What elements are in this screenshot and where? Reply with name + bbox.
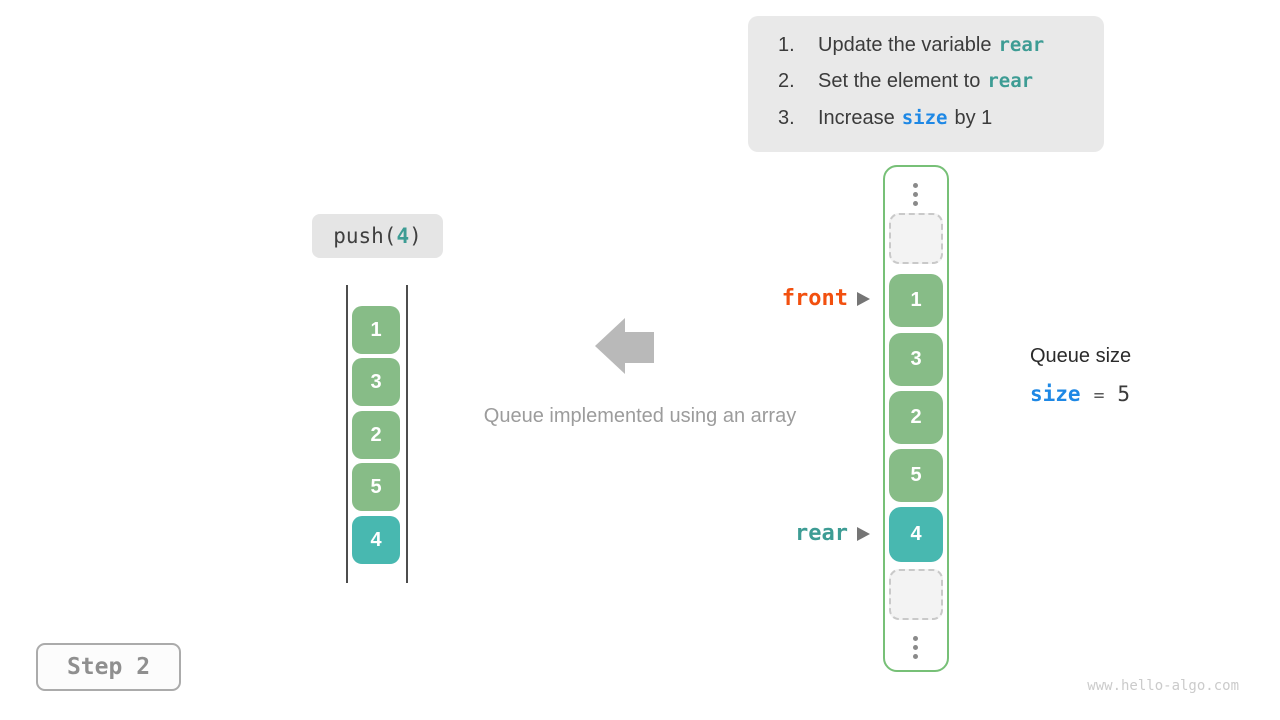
queue-cell-new: 4 (352, 516, 400, 564)
vertical-ellipsis-icon (913, 183, 918, 206)
instructions-panel: 1. Update the variable rear 2. Set the e… (748, 16, 1104, 152)
queue-size-title: Queue size (1030, 345, 1132, 367)
pointer-arrow-icon (857, 291, 870, 306)
front-pointer: front (782, 286, 870, 311)
code-token-size: size (901, 106, 948, 129)
array-cell-front: 1 (889, 274, 943, 327)
queue-cell: 5 (352, 463, 400, 511)
left-arrow-tail (625, 332, 654, 363)
instruction-step-1: 1. Update the variable rear (778, 27, 1104, 64)
rear-pointer-label: rear (795, 521, 848, 546)
array-empty-slot (889, 213, 943, 264)
queue-rail-right (406, 285, 408, 583)
rear-pointer: rear (795, 521, 870, 546)
queue-cell: 2 (352, 411, 400, 459)
array-cell: 5 (889, 449, 943, 502)
array-container: 1 3 2 5 4 (883, 165, 949, 672)
pointer-arrow-icon (857, 526, 870, 541)
array-empty-slot (889, 569, 943, 620)
watermark-text: www.hello-algo.com (1087, 678, 1239, 694)
push-close-paren: ) (409, 224, 422, 248)
code-token-rear: rear (998, 33, 1045, 56)
instruction-number: 2. (778, 70, 795, 93)
instruction-text: Increase (818, 106, 895, 129)
instruction-number: 3. (778, 106, 795, 129)
instruction-text: by 1 (954, 106, 993, 129)
queue-cell: 1 (352, 306, 400, 354)
queue-rail-left (346, 285, 348, 583)
vertical-ellipsis-icon (913, 636, 918, 659)
size-value: 5 (1117, 382, 1131, 406)
instruction-step-3: 3. Increase size by 1 (778, 100, 1104, 137)
step-badge: Step 2 (36, 643, 181, 691)
array-cell-rear-new: 4 (889, 507, 943, 562)
queue-size-expression: size = 5 (1030, 382, 1130, 406)
instruction-text: Set the element to (818, 70, 981, 93)
left-arrow-icon (595, 318, 625, 374)
caption-text: Queue implemented using an array (483, 405, 797, 427)
array-cell: 2 (889, 391, 943, 444)
instruction-step-2: 2. Set the element to rear (778, 64, 1104, 101)
instruction-number: 1. (778, 33, 795, 56)
push-fn-text: push( (333, 224, 397, 248)
push-operation-label: push( 4 ) (312, 214, 443, 258)
push-arg-value: 4 (396, 224, 410, 248)
array-cell: 3 (889, 333, 943, 386)
code-token-rear: rear (987, 70, 1034, 93)
front-pointer-label: front (781, 286, 848, 311)
queue-cell: 3 (352, 358, 400, 406)
equals-sign: = (1093, 385, 1105, 406)
size-variable: size (1030, 382, 1081, 406)
instruction-text: Update the variable (818, 33, 992, 56)
